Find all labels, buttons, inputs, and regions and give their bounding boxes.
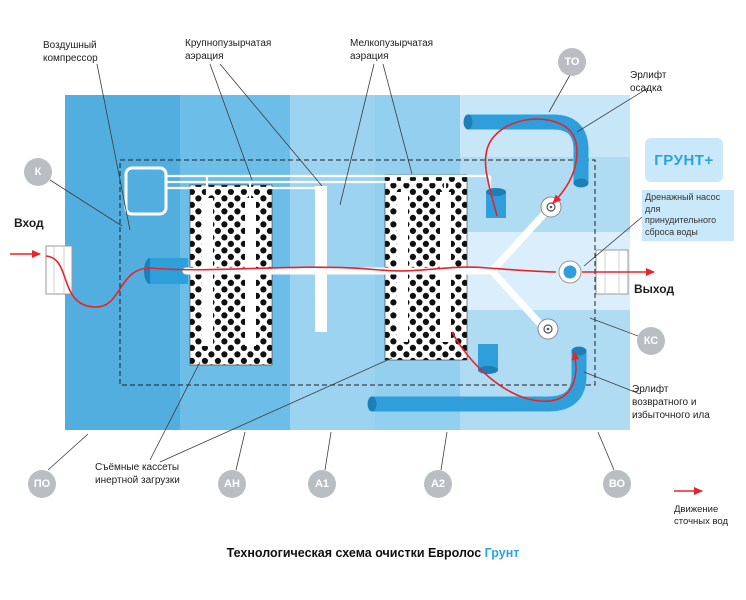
badge-a2: А2 (424, 470, 452, 498)
diagram-title-main: Технологическая схема очистки Евролос (226, 546, 482, 560)
compressor-box (124, 166, 168, 216)
flow-lines (10, 118, 703, 495)
flow-main (45, 255, 557, 308)
label-cassettes: Съёмные кассеты инертной загрузки (95, 462, 180, 486)
badge-vo: ВО (603, 470, 631, 498)
drain-pump (558, 260, 582, 284)
leader-lines (47, 63, 649, 471)
label-coarse-aeration: Крупнопузырчатая аэрация (185, 38, 272, 62)
label-inlet: Вход (14, 216, 44, 230)
main-pipe (182, 209, 549, 330)
aerator-column (440, 192, 451, 342)
label-airlift-sludge: Эрлифт осадка (630, 70, 667, 94)
badge-a1: А1 (308, 470, 336, 498)
badge-an: АН (218, 470, 246, 498)
badge-ks: КС (637, 327, 665, 355)
flow-bottom-loop (451, 331, 580, 402)
airlift-bottom (367, 344, 587, 412)
badge-compressor: К (24, 158, 52, 186)
inlet-transfer-pipe (144, 258, 188, 284)
grunt-plus-badge: ГРУНТ+ (645, 138, 723, 182)
label-outlet: Выход (634, 282, 675, 296)
label-air-compressor: Воздушный компрессор (43, 40, 98, 64)
aerator-column (315, 186, 327, 332)
label-flow-legend: Движение сточных вод (674, 504, 729, 528)
diagram-title: Технологическая схема очистки Евролос Гр… (0, 546, 746, 560)
badge-to: ТО (558, 48, 586, 76)
section-a1 (290, 95, 375, 430)
aerator-column (397, 192, 408, 342)
flow-top-loop (484, 118, 578, 217)
airlift-top (463, 114, 589, 218)
distributor-valve-top (540, 196, 562, 218)
label-fine-aeration: Мелкопузырчатая аэрация (350, 38, 434, 62)
drain-pump-note: Дренажный насос для принудительного сбро… (642, 190, 734, 241)
badge-po: ПО (28, 470, 56, 498)
air-manifold (166, 174, 492, 208)
label-airlift-return: Эрлифт возвратного и избыточного ила (632, 384, 710, 421)
diagram-title-brand: Грунт (484, 546, 520, 560)
distributor-valve-bottom (537, 318, 559, 340)
